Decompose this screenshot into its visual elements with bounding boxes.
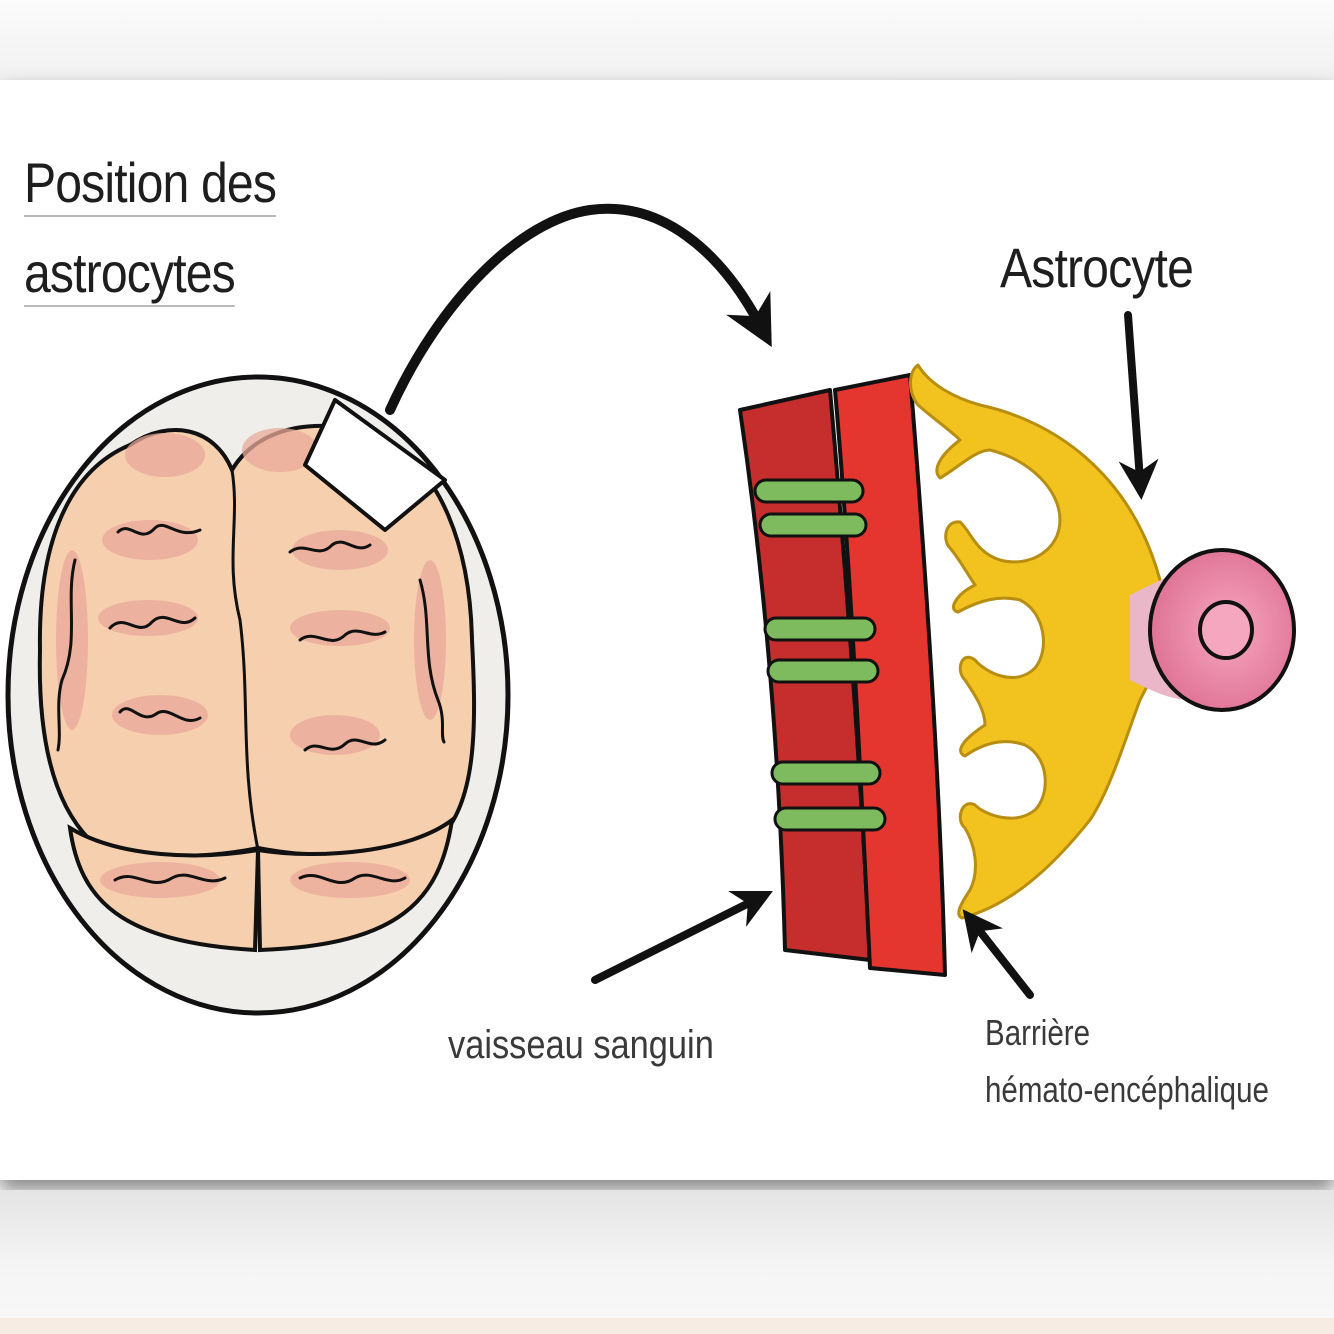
highlight-region: [303, 398, 447, 532]
astrocyte-pointer-arrow: [1118, 311, 1159, 500]
footer-strip: [0, 1318, 1334, 1334]
barrier-pointer-arrow: [962, 909, 1034, 999]
astrocyte-nucleus: [1198, 600, 1254, 660]
brain-gyri-shading: [56, 428, 446, 898]
tight-junctions: [753, 478, 887, 832]
brain-top-view: [5, 374, 511, 1016]
astrocyte-cell: [909, 363, 1296, 920]
astrocyte-body: [909, 363, 1163, 920]
title-line-1: Position des: [24, 155, 277, 217]
barrier-label-line-1: Barrière: [985, 1012, 1090, 1053]
vessel-label: vaisseau sanguin: [448, 1023, 714, 1067]
barrier-label-line-2: hémato-encéphalique: [985, 1069, 1269, 1110]
astrocyte-label: Astrocyte: [1000, 236, 1194, 299]
vessel-pointer-arrow: [591, 891, 773, 984]
title-line-2: astrocytes: [24, 245, 236, 307]
blood-vessel: [738, 373, 947, 977]
zoom-arrow: [385, 203, 772, 415]
bottom-band: [0, 1190, 1334, 1320]
top-band: [0, 0, 1334, 80]
brain-midline: [230, 469, 260, 851]
brain-sulci: [56, 524, 446, 885]
